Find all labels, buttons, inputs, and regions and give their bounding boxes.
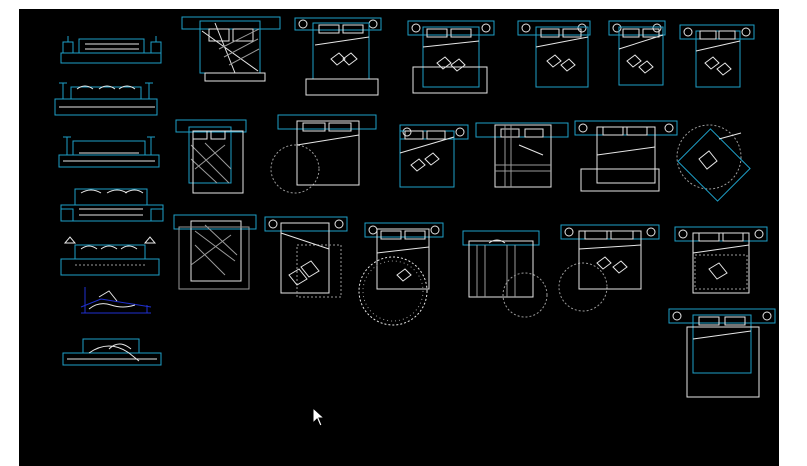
bed-plan-2[interactable] bbox=[294, 17, 382, 96]
bed-elevation-6[interactable] bbox=[80, 287, 152, 314]
bed-plan-17[interactable] bbox=[558, 224, 660, 312]
bed-elevation-3[interactable] bbox=[58, 136, 160, 168]
bed-plan-11[interactable] bbox=[574, 120, 678, 192]
cad-drawing-canvas[interactable] bbox=[19, 9, 779, 466]
bed-plan-1[interactable] bbox=[181, 16, 281, 82]
bed-plan-9[interactable] bbox=[399, 124, 469, 188]
bed-plan-16[interactable] bbox=[462, 230, 548, 318]
bed-plan-6[interactable] bbox=[679, 24, 755, 88]
round-rug-icon bbox=[362, 260, 424, 322]
mouse-pointer-icon bbox=[312, 407, 326, 427]
bed-elevation-4[interactable] bbox=[60, 188, 164, 222]
bed-plan-13[interactable] bbox=[173, 214, 257, 290]
bed-plan-8[interactable] bbox=[270, 114, 377, 194]
bed-plan-5[interactable] bbox=[608, 20, 666, 86]
bed-elevation-5[interactable] bbox=[60, 236, 160, 276]
bed-plan-7[interactable] bbox=[175, 119, 247, 194]
bed-elevation-1[interactable] bbox=[60, 36, 162, 64]
bed-plan-14[interactable] bbox=[264, 216, 348, 298]
bed-elevation-7[interactable] bbox=[62, 338, 162, 366]
bed-plan-15[interactable] bbox=[358, 222, 444, 326]
bed-plan-10[interactable] bbox=[475, 122, 569, 188]
bed-plan-12-rotated[interactable] bbox=[676, 124, 751, 202]
bed-plan-4[interactable] bbox=[517, 20, 591, 88]
bed-plan-3[interactable] bbox=[407, 20, 495, 94]
bed-elevation-2[interactable] bbox=[54, 82, 158, 116]
bed-plan-18[interactable] bbox=[674, 226, 768, 294]
cad-blocks-drawing bbox=[54, 16, 776, 398]
bed-plan-19[interactable] bbox=[668, 308, 776, 398]
